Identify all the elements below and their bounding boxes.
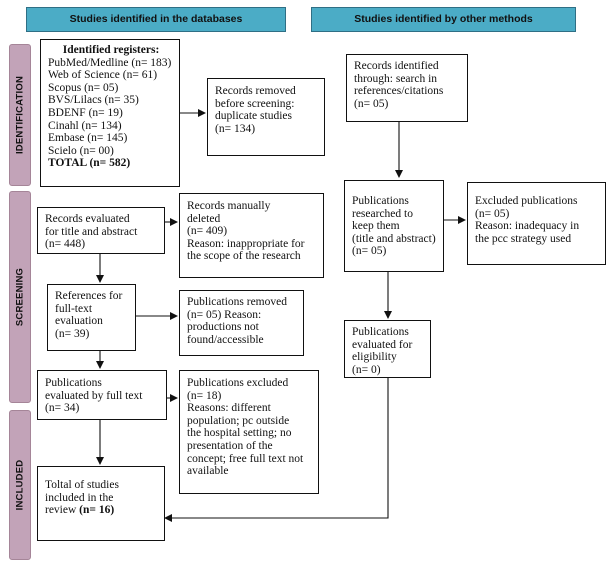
box-publications-removed: Publications removed (n= 05) Reason: pro… — [179, 290, 304, 356]
text-line: concept; free full text not — [187, 452, 304, 465]
text-line: Records removed — [215, 85, 296, 97]
text-line: population; pc outside — [187, 414, 290, 427]
text-line: Reasons: different — [187, 402, 271, 415]
text-line: (n= 409) — [187, 225, 228, 238]
text-line: Excluded publications — [475, 195, 578, 207]
text-line: before screening: — [215, 97, 295, 110]
box-references-full-text: References for full-text evaluation (n= … — [47, 284, 136, 351]
box-records-manually-deleted: Records manually deleted (n= 409) Reason… — [179, 193, 324, 278]
text-line: review (n= 16) — [45, 504, 159, 517]
register-line: Cinahl (n= 134) — [48, 119, 122, 132]
text-line: Publications — [45, 377, 102, 389]
text-line: (n= 18) — [187, 389, 222, 402]
text-line: Publications — [352, 195, 409, 207]
text-line: keep them — [352, 220, 400, 233]
text-line: (n= 448) — [45, 238, 86, 251]
text-line: evaluated by full text — [45, 389, 143, 402]
text-line: productions not — [187, 321, 259, 334]
text-line: eligibility — [352, 351, 397, 364]
text-line: (n= 05) — [352, 245, 387, 258]
text-line: Records identified — [354, 60, 439, 72]
text-line: References for — [55, 290, 123, 302]
included-count: (n= 16) — [79, 504, 115, 517]
text-line: deleted — [187, 212, 221, 225]
registers-title: Identified registers: — [62, 44, 160, 56]
text-line: evaluated for — [352, 338, 413, 351]
box-records-evaluated: Records evaluated for title and abstract… — [37, 207, 165, 254]
register-line: BDENF (n= 19) — [48, 106, 123, 119]
text-line: found/accessible — [187, 333, 264, 346]
box-publications-evaluated: Publications evaluated by full text (n= … — [37, 370, 167, 420]
text-line: Records manually — [187, 200, 271, 212]
text-line: Publications — [352, 326, 409, 338]
text-line: (n= 39) — [55, 327, 90, 340]
text-line: the hospital setting; no — [187, 427, 292, 440]
box-publications-excluded: Publications excluded (n= 18) Reasons: d… — [179, 370, 319, 494]
text-line: the pcc strategy used — [475, 232, 572, 245]
text-line: Records evaluated — [45, 213, 130, 225]
text-line: (n= 134) — [215, 122, 256, 135]
register-line: Embase (n= 145) — [48, 132, 128, 145]
arrow-eligibility-to-included — [164, 378, 389, 522]
phase-identification: IDENTIFICATION — [9, 44, 31, 186]
text-line: (n= 34) — [45, 402, 80, 415]
text-line: full-text — [55, 302, 93, 315]
included-review-word: review — [45, 504, 77, 517]
register-line: PubMed/Medline (n= 183) — [48, 56, 172, 69]
text-line: Publications excluded — [187, 377, 289, 389]
text-line: for title and abstract — [45, 225, 138, 238]
text-line: presentation of the — [187, 439, 273, 452]
text-line: included in the — [45, 491, 114, 504]
text-line: (n= 05) — [475, 207, 510, 220]
text-line: Publications removed — [187, 296, 287, 308]
text-line: (n= 05) — [354, 97, 389, 110]
box-eligibility: Publications evaluated for eligibility (… — [344, 320, 431, 378]
text-line: the scope of the research — [187, 250, 301, 263]
header-other-methods: Studies identified by other methods — [311, 7, 576, 32]
text-line: Reason: inappropriate for — [187, 237, 305, 250]
text-line: evaluation — [55, 315, 103, 328]
register-line: BVS/Lilacs (n= 35) — [48, 94, 139, 107]
box-publications-researched: Publications researched to keep them (ti… — [344, 180, 444, 272]
register-line: Scielo (n= 00) — [48, 144, 114, 157]
text-line: Toltal of studies — [45, 479, 119, 491]
box-included-studies: Toltal of studies included in the review… — [37, 466, 165, 541]
text-line: (n= 05) Reason: — [187, 308, 262, 321]
text-line: references/citations — [354, 85, 444, 98]
register-line: Scopus (n= 05) — [48, 81, 119, 94]
register-line: Web of Science (n= 61) — [48, 69, 158, 82]
text-line: duplicate studies — [215, 110, 292, 123]
registers-total: TOTAL (n= 582) — [48, 157, 131, 170]
phase-screening: SCREENING — [9, 191, 31, 403]
header-databases: Studies identified in the databases — [26, 7, 286, 32]
text-line: researched to — [352, 207, 413, 220]
text-line: (title and abstract) — [352, 232, 436, 245]
text-line: through: search in — [354, 72, 438, 85]
text-line: (n= 0) — [352, 363, 381, 376]
box-records-other-methods: Records identified through: search in re… — [346, 54, 468, 122]
text-line: Reason: inadequacy in — [475, 220, 580, 233]
phase-included: INCLUDED — [9, 410, 31, 560]
text-line: available — [187, 465, 229, 478]
box-identified-registers: Identified registers: PubMed/Medline (n=… — [40, 39, 180, 187]
box-records-removed: Records removed before screening: duplic… — [207, 78, 325, 156]
box-excluded-publications: Excluded publications (n= 05) Reason: in… — [467, 182, 606, 265]
